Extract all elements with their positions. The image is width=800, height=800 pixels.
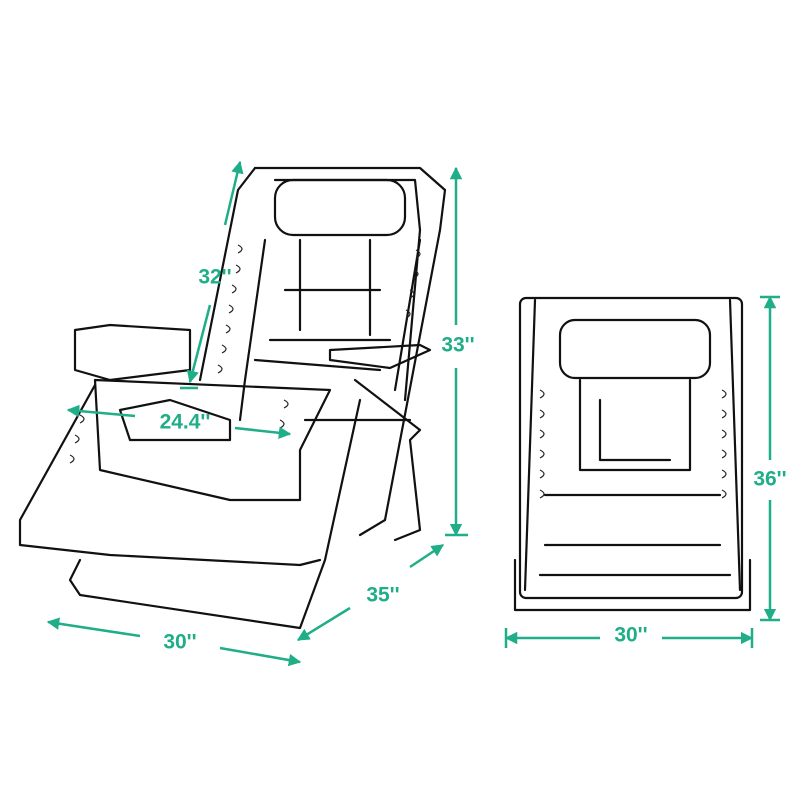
dimension-width: 30'' <box>46 617 302 667</box>
dimension-folded-width: 30'' <box>504 624 754 648</box>
dimension-seat-width: 24.4'' <box>66 404 292 439</box>
height-label: 33'' <box>441 334 474 357</box>
folded-chair-illustration <box>513 296 752 612</box>
depth-label: 35'' <box>366 584 399 607</box>
folded-width-label: 30'' <box>614 624 647 647</box>
dimension-depth: 35'' <box>296 543 445 642</box>
dimension-folded-height: 36'' <box>753 295 787 622</box>
width-label: 30'' <box>163 631 196 654</box>
seat-width-label: 24.4'' <box>160 411 211 434</box>
dimension-back-length: 32'' <box>180 160 244 390</box>
folded-height-label: 36'' <box>753 468 786 491</box>
unfolded-chair-illustration <box>18 166 447 630</box>
back-length-label: 32'' <box>198 266 231 289</box>
dimension-height: 33'' <box>441 166 475 537</box>
